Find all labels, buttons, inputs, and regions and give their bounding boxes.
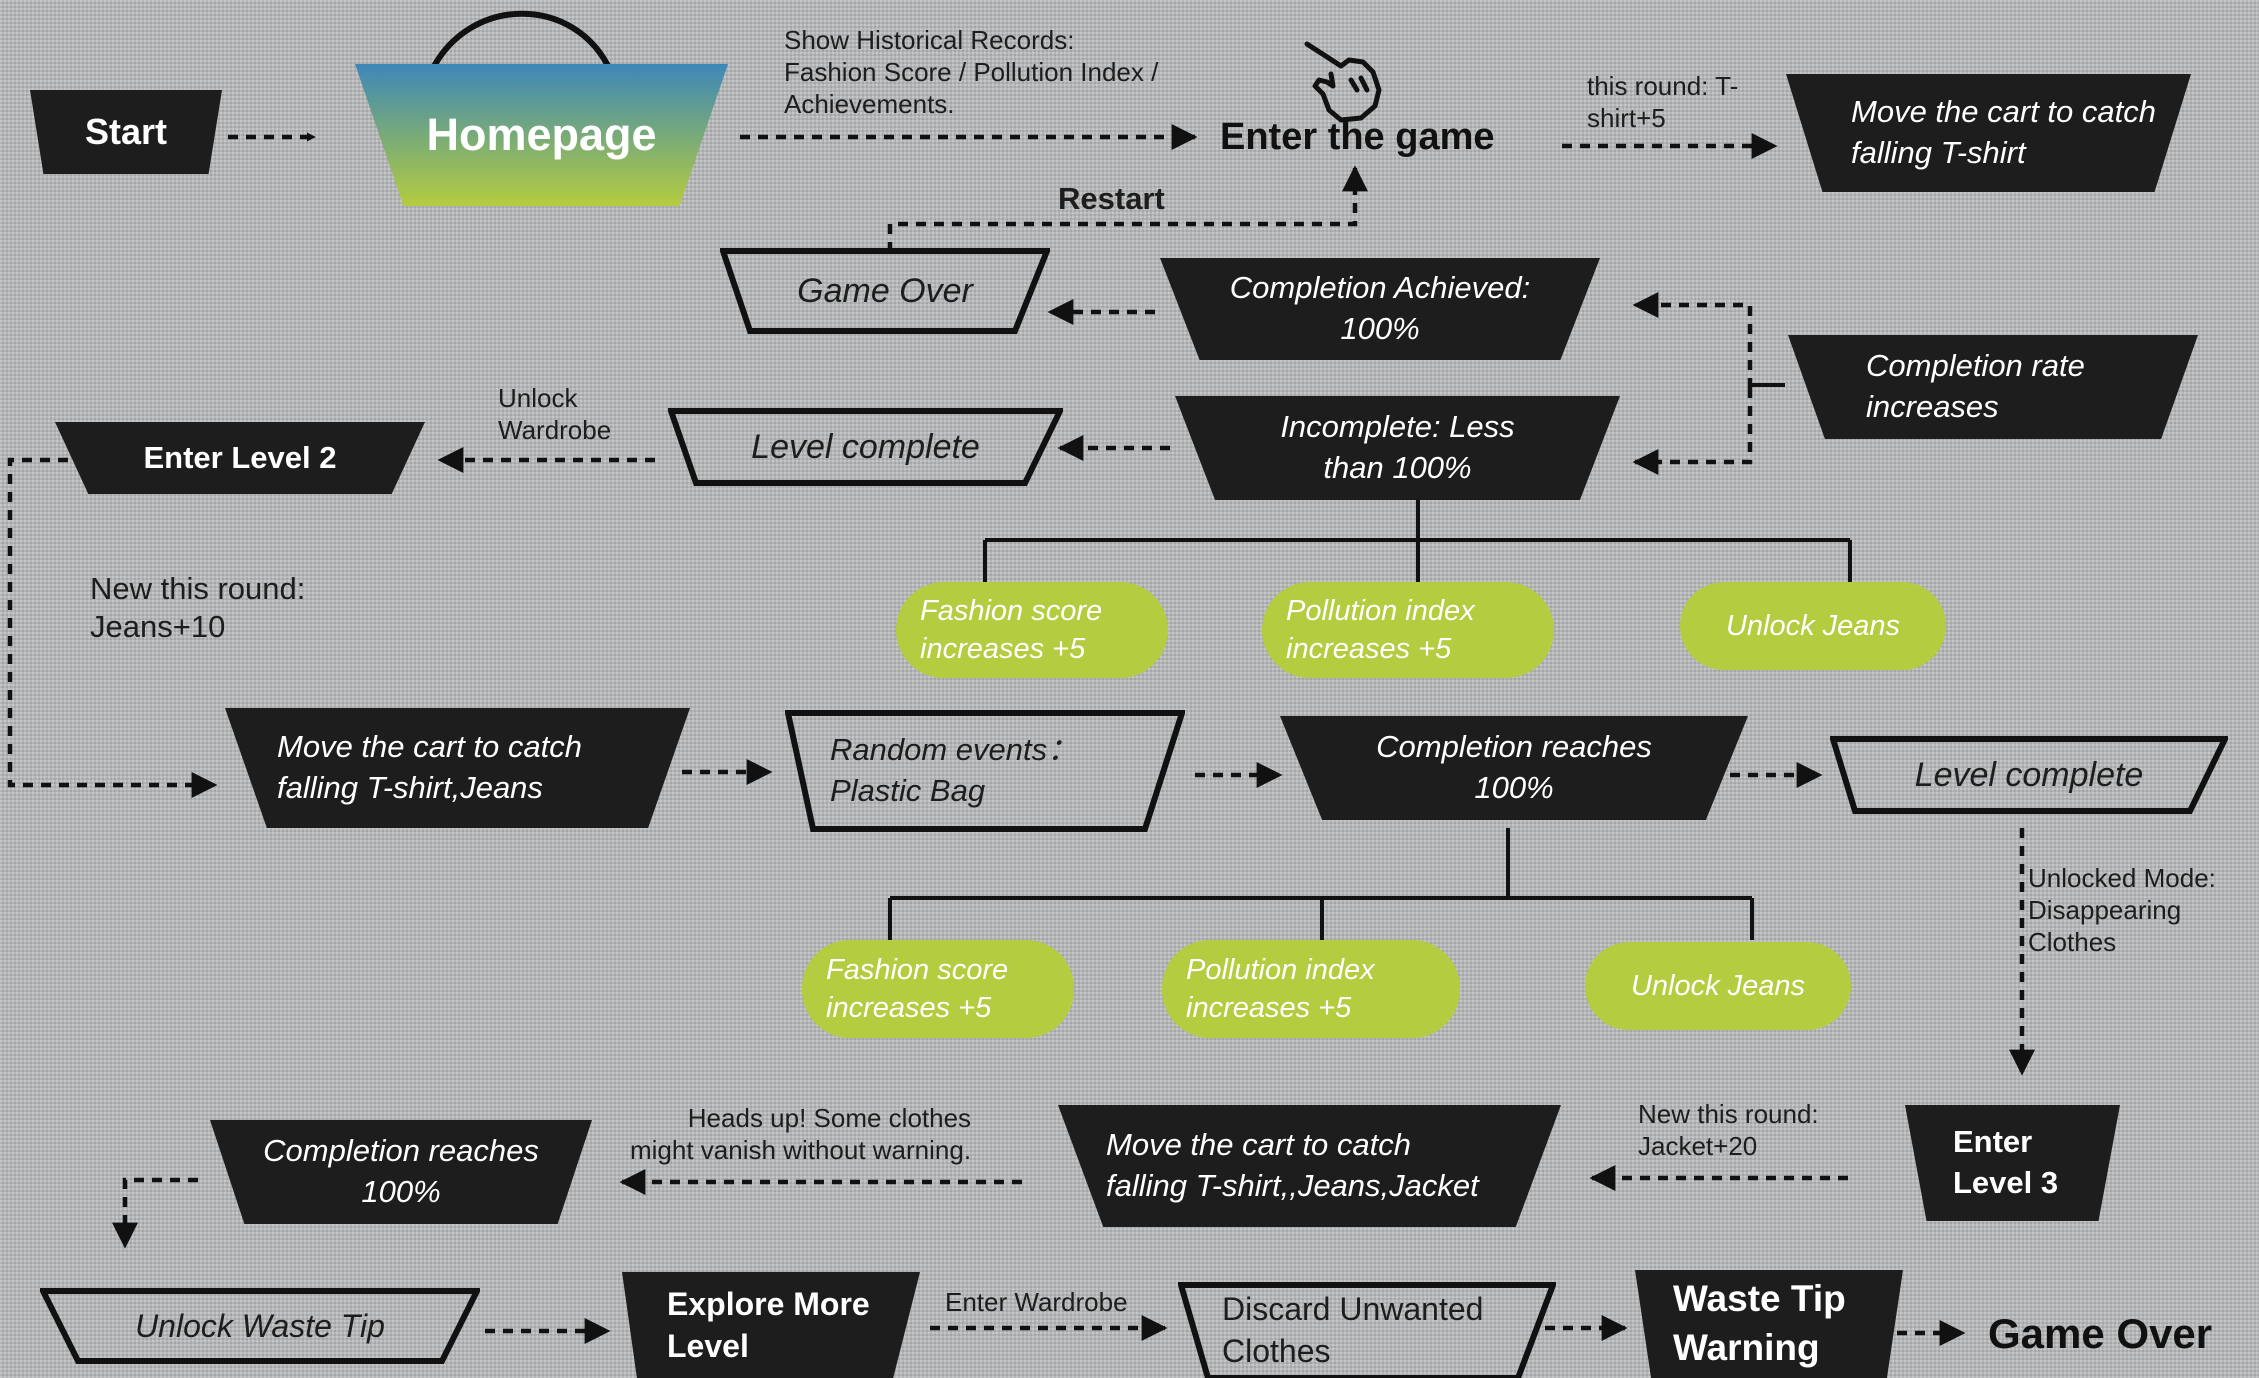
unlock-waste-tip-outline bbox=[40, 1288, 480, 1364]
completion-reaches-node-2: Completion reaches 100% bbox=[210, 1120, 592, 1224]
level-complete-label-1: Level complete bbox=[751, 427, 980, 466]
discard-unwanted-label: Discard Unwanted Clothes bbox=[1222, 1290, 1484, 1369]
discard-unwanted-node: Discard Unwanted Clothes bbox=[1178, 1282, 1556, 1378]
start-node: Start bbox=[30, 90, 222, 174]
this-round-tshirt-label: this round: T- shirt+5 bbox=[1587, 71, 1739, 134]
unlocked-mode-label: Unlocked Mode: Disappearing Clothes bbox=[2028, 863, 2216, 958]
new-round-jacket-label: New this round: Jacket+20 bbox=[1638, 1099, 1819, 1162]
level-complete-node-1: Level complete bbox=[668, 408, 1063, 486]
arrow-rate-incomplete bbox=[1632, 388, 1753, 475]
waste-tip-warning-label: Waste Tip Warning bbox=[1673, 1278, 1846, 1368]
reward-unlock-jeans-label-1: Unlock Jeans bbox=[1725, 609, 1901, 642]
basket-handle-shape bbox=[429, 10, 613, 72]
reward-pollution-index-1: Pollution index increases +5 bbox=[1262, 582, 1554, 678]
enter-level-2-node: Enter Level 2 bbox=[55, 422, 425, 494]
start-label: Start bbox=[84, 111, 168, 153]
arrow-rate-completion bbox=[1632, 292, 1753, 388]
heads-up-label: Heads up! Some clothes might vanish with… bbox=[630, 1103, 972, 1166]
reward-fashion-score-1: Fashion score increases +5 bbox=[896, 582, 1168, 678]
completion-achieved-node: Completion Achieved: 100% bbox=[1160, 258, 1600, 360]
game-over-node-2: Game Over bbox=[1988, 1310, 2213, 1357]
waste-tip-warning-node: Waste Tip Warning bbox=[1635, 1270, 1903, 1378]
level-complete-outline-1 bbox=[668, 408, 1063, 486]
move-cart-tshirt-jeans-jacket-node: Move the cart to catch falling T-shirt,,… bbox=[1058, 1105, 1561, 1227]
game-over-node-1: Game Over bbox=[720, 248, 1050, 334]
arrow-level2-move bbox=[7, 457, 218, 798]
enter-level-3-label: Enter Level 3 bbox=[1953, 1124, 2059, 1200]
enter-level-2-label: Enter Level 2 bbox=[143, 439, 337, 475]
explore-more-level-label: Explore More Level bbox=[667, 1285, 870, 1364]
reward-fashion-score-label-2: Fashion score increases +5 bbox=[826, 953, 1009, 1024]
unlock-waste-tip-label: Unlock Waste Tip bbox=[135, 1307, 385, 1344]
completion-reaches-label-1: Completion reaches 100% bbox=[1376, 729, 1652, 805]
incomplete-node: Incomplete: Less than 100% bbox=[1175, 396, 1620, 500]
level-complete-label-2: Level complete bbox=[1914, 755, 2144, 794]
restart-label: Restart bbox=[1058, 181, 1165, 216]
reward-pollution-index-label-2: Pollution index increases +5 bbox=[1186, 953, 1375, 1024]
enter-wardrobe-label: Enter Wardrobe bbox=[945, 1287, 1128, 1317]
tree-row2 bbox=[888, 828, 1754, 940]
tree-row1 bbox=[983, 500, 1852, 582]
reward-fashion-score-label-1: Fashion score increases +5 bbox=[920, 594, 1103, 665]
homepage-node: Homepage bbox=[355, 64, 728, 206]
random-events-node: Random events： Plastic Bag bbox=[785, 710, 1185, 832]
enter-game-node: Enter the game bbox=[1220, 116, 1495, 158]
completion-rate-increases-node: Completion rate increases bbox=[1788, 335, 2198, 439]
arrow-completion-unlock bbox=[112, 1177, 198, 1249]
move-cart-tshirt-jeans-jacket-label: Move the cart to catch falling T-shirt,,… bbox=[1106, 1127, 1479, 1203]
random-events-label: Random events： Plastic Bag bbox=[830, 732, 1079, 808]
reward-pollution-index-2: Pollution index increases +5 bbox=[1162, 940, 1460, 1038]
completion-reaches-label-2: Completion reaches 100% bbox=[263, 1133, 539, 1209]
level-complete-node-2: Level complete bbox=[1830, 736, 2228, 814]
reward-unlock-jeans-label-2: Unlock Jeans bbox=[1630, 969, 1806, 1002]
completion-reaches-node-1: Completion reaches 100% bbox=[1280, 716, 1748, 820]
level-complete-outline-2 bbox=[1830, 736, 2228, 814]
move-cart-tshirt-jeans-node: Move the cart to catch falling T-shirt,J… bbox=[225, 708, 690, 828]
reward-unlock-jeans-1: Unlock Jeans bbox=[1680, 582, 1946, 670]
homepage-label: Homepage bbox=[426, 109, 657, 161]
reward-fashion-score-2: Fashion score increases +5 bbox=[802, 940, 1074, 1038]
random-events-outline bbox=[785, 710, 1185, 832]
explore-more-level-node: Explore More Level bbox=[622, 1272, 920, 1378]
new-round-jeans-label: New this round: Jeans+10 bbox=[90, 571, 306, 645]
move-cart-tshirt-jeans-label: Move the cart to catch falling T-shirt,J… bbox=[277, 729, 582, 805]
discard-unwanted-outline bbox=[1178, 1282, 1556, 1378]
unlock-waste-tip-node: Unlock Waste Tip bbox=[40, 1288, 480, 1364]
game-over-label-1: Game Over bbox=[797, 271, 973, 310]
reward-unlock-jeans-2: Unlock Jeans bbox=[1585, 942, 1851, 1030]
completion-achieved-label: Completion Achieved: 100% bbox=[1229, 270, 1531, 346]
reward-pollution-index-label-1: Pollution index increases +5 bbox=[1286, 594, 1475, 665]
arrow-restart bbox=[887, 165, 1368, 252]
move-cart-tshirt-label: Move the cart to catch falling T-shirt bbox=[1851, 94, 2156, 170]
unlock-wardrobe-label: Unlock Wardrobe bbox=[498, 383, 612, 446]
incomplete-label: Incomplete: Less than 100% bbox=[1280, 409, 1515, 485]
enter-level-3-node: Enter Level 3 bbox=[1905, 1105, 2120, 1221]
historical-records-label: Show Historical Records: Fashion Score /… bbox=[784, 25, 1159, 120]
game-over-outline bbox=[720, 248, 1050, 334]
hand-pointer-icon bbox=[1304, 41, 1382, 123]
completion-rate-increases-label: Completion rate increases bbox=[1866, 348, 2085, 424]
move-cart-tshirt-node: Move the cart to catch falling T-shirt bbox=[1786, 74, 2191, 192]
